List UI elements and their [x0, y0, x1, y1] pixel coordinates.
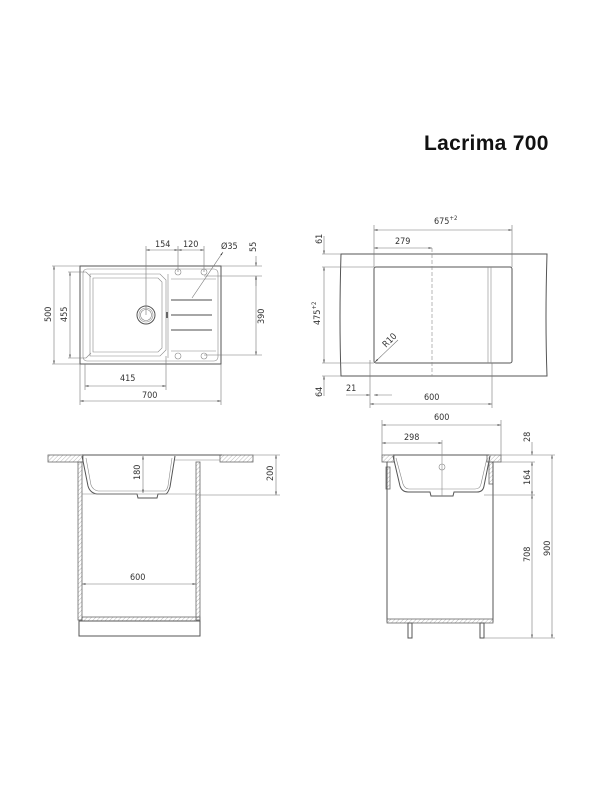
dim-28: 28 [523, 432, 533, 442]
dim-180: 180 [133, 465, 143, 480]
product-title: Lacrima 700 [424, 132, 549, 155]
dim-700: 700 [142, 391, 157, 401]
dim-279: 279 [395, 237, 410, 247]
dim-120: 120 [183, 240, 198, 250]
dim-675: 675+2 [434, 215, 457, 227]
dim-600-side: 600 [434, 413, 449, 423]
dim-298: 298 [404, 433, 419, 443]
dim-600-cutout: 600 [424, 393, 439, 403]
dim-154: 154 [155, 240, 170, 250]
dim-415: 415 [120, 374, 135, 384]
dim-390: 390 [257, 309, 267, 324]
dim-600-front: 600 [130, 573, 145, 583]
dim-21: 21 [346, 384, 356, 394]
top-view: 154 120 Ø35 55 390 500 455 415 700 [44, 240, 267, 405]
dim-475: 475+2 [311, 302, 323, 325]
front-view: 180 200 600 [47, 454, 280, 637]
dim-455: 455 [60, 307, 70, 322]
cutout-view: 675+2 279 61 475+2 64 R10 21 600 [311, 215, 548, 408]
dim-55: 55 [249, 242, 259, 252]
dim-164: 164 [523, 470, 533, 485]
dim-64: 64 [315, 387, 325, 397]
dim-200: 200 [266, 466, 276, 481]
dim-500: 500 [44, 307, 54, 322]
dim-708: 708 [523, 547, 533, 562]
dim-61: 61 [315, 234, 325, 244]
dim-900: 900 [543, 541, 553, 556]
side-view: 600 298 28 164 708 900 [381, 413, 555, 639]
dim-r10: R10 [381, 332, 399, 350]
dim-diameter-35: Ø35 [221, 241, 238, 252]
